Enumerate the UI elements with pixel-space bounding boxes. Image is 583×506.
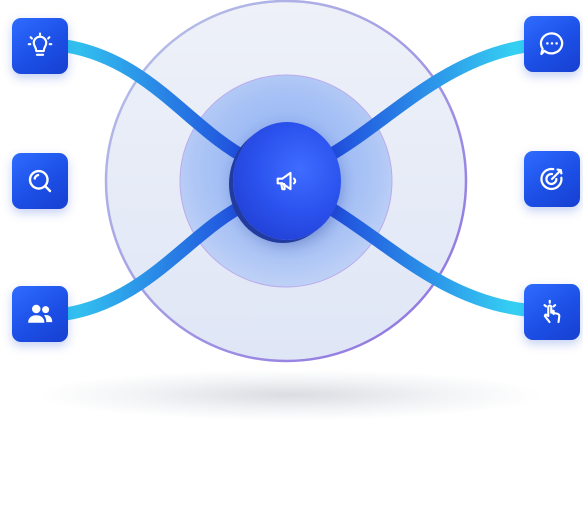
click-node[interactable] (524, 284, 580, 340)
target-icon (540, 167, 563, 191)
megaphone-icon (276, 171, 297, 191)
lightbulb-icon (27, 32, 53, 56)
users-icon (28, 304, 53, 323)
floor-shadow (40, 370, 540, 420)
hub-node[interactable] (233, 122, 341, 240)
connector-bottom-left (59, 195, 257, 321)
search-node[interactable] (12, 153, 68, 209)
search-icon (28, 169, 52, 193)
target-node[interactable] (524, 151, 580, 207)
pointer-click-icon (543, 299, 561, 324)
connector-bottom-right (318, 198, 533, 317)
users-node[interactable] (12, 286, 68, 342)
connector-top-left (59, 39, 257, 167)
chat-node[interactable] (524, 16, 580, 72)
connector-top-right (318, 39, 533, 165)
lightbulb-node[interactable] (12, 18, 68, 74)
chat-bubble-icon (539, 32, 564, 56)
